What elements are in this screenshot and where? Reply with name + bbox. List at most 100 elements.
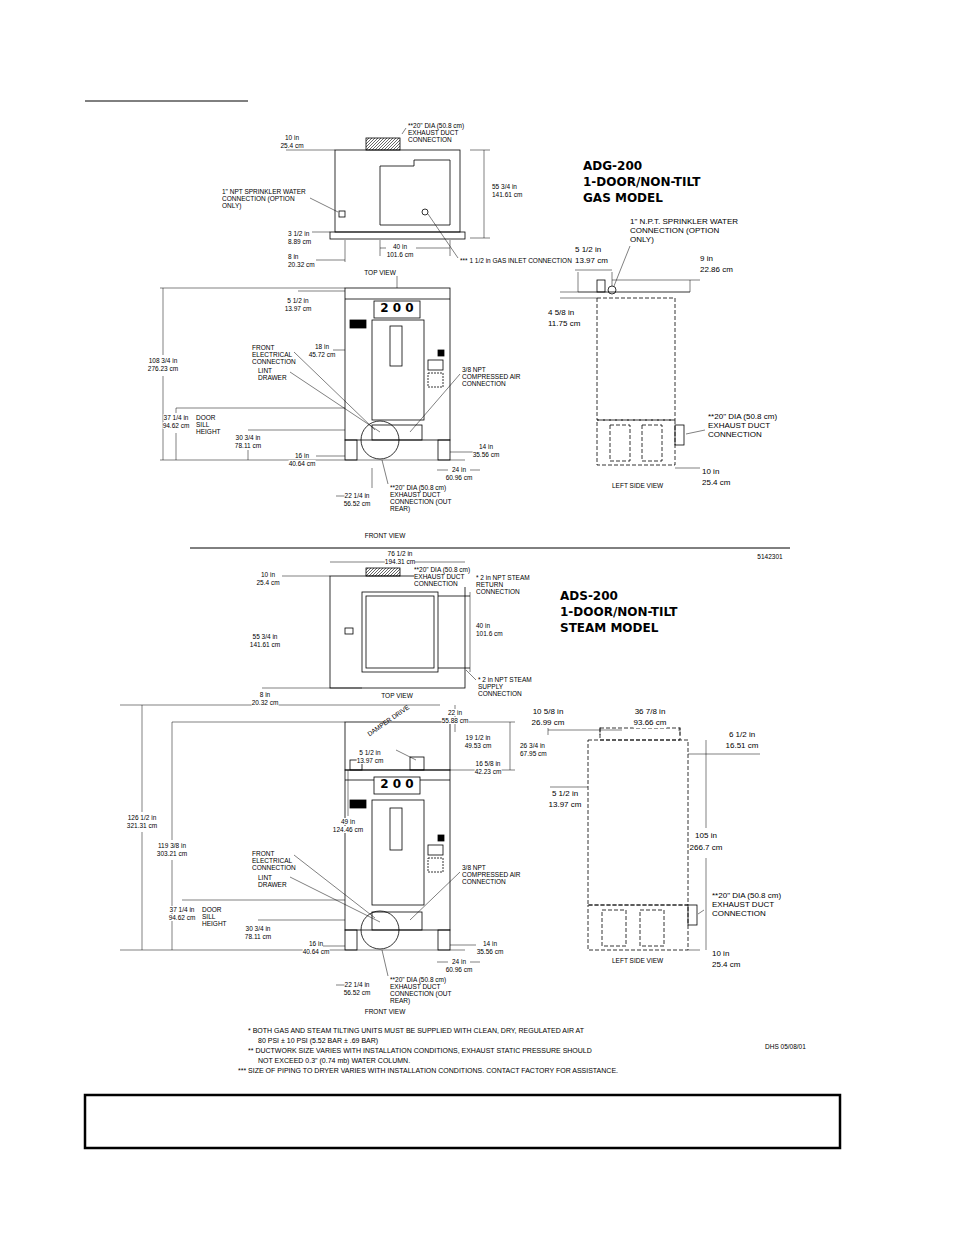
gas-side-view-part <box>686 430 705 434</box>
drawing-label: 36 7/8 in <box>635 708 666 717</box>
drawing-label: 108 3/4 in <box>149 357 178 364</box>
steam-side-view-part <box>602 910 626 946</box>
page-rule-part <box>85 1095 840 1148</box>
drawing-label: 10 in <box>285 134 299 141</box>
drawing-label: 26 3/4 in <box>520 742 545 749</box>
drawing-label: LINT DRAWER <box>258 874 288 888</box>
steam-top-view-part <box>345 628 353 634</box>
drawing-label: NOT EXCEED 0.3" (0.74 mb) WATER COLUMN. <box>258 1057 410 1065</box>
drawing-label: 5 1/2 in <box>359 749 380 756</box>
drawing-label: ** DUCTWORK SIZE VARIES WITH INSTALLATIO… <box>248 1047 592 1055</box>
gas-top-view-part <box>286 150 335 151</box>
drawing-label: FRONT VIEW <box>365 532 406 539</box>
drawing-label: 60.96 cm <box>446 966 473 973</box>
drawing-label: 35.56 cm <box>473 451 500 458</box>
drawing-label: 94.62 cm <box>163 422 190 429</box>
steam-front-view-part <box>361 911 399 949</box>
gas-top-view-part <box>402 128 406 134</box>
drawing-label: 16.51 cm <box>726 742 759 751</box>
drawing-label: LINT DRAWER <box>258 367 288 381</box>
drawing-label: 16 in <box>309 940 323 947</box>
gas-front-view-part <box>248 430 345 431</box>
drawing-label: 11.75 cm <box>548 320 580 329</box>
model-title: 1-DOOR/NON-TILT <box>560 606 677 619</box>
drawing-label: FRONT ELECTRICAL CONNECTION <box>252 850 292 871</box>
steam-side-view-part <box>600 727 601 735</box>
steam-top-view-part <box>470 592 471 672</box>
gas-front-view <box>160 276 480 496</box>
drawing-label: 194.31 cm <box>385 558 415 565</box>
drawing-label: 6 1/2 in <box>729 731 755 740</box>
steam-front-view-part <box>428 858 443 872</box>
steam-front-view-part <box>345 930 357 950</box>
gas-top-view-part <box>335 150 460 232</box>
steam-front-view-part <box>510 722 511 770</box>
gas-front-view-part <box>470 470 480 471</box>
gas-side-view-part <box>675 425 684 445</box>
drawing-label: 8 in <box>260 691 270 698</box>
drawing-label: 49 in <box>341 818 355 825</box>
gas-side-view-part <box>642 425 662 461</box>
drawing-label: DOOR SILL HEIGHT <box>196 414 226 435</box>
drawing-label: **20" DIA (50.8 cm) EXHAUST DUCT CONNECT… <box>390 976 452 1005</box>
drawing-label: 14 in <box>483 940 497 947</box>
drawing-label: 4 5/8 in <box>548 309 574 318</box>
gas-side-view-part <box>612 272 613 286</box>
drawing-label: 10 in <box>712 950 729 959</box>
drawing-label: 20.32 cm <box>252 699 279 706</box>
drawing-label: 67.95 cm <box>520 750 547 757</box>
drawing-label: 321.31 cm <box>127 822 157 829</box>
drawing-label: 37 1/4 in <box>170 906 195 913</box>
drawing-label: 22 in <box>448 709 462 716</box>
drawing-label: *** 1 1/2 in GAS INLET CONNECTION <box>460 257 572 264</box>
steam-front-view-part <box>374 777 420 794</box>
model-title: STEAM MODEL <box>560 622 658 635</box>
drawing-label: 10 in <box>702 468 719 477</box>
gas-front-view-part <box>298 291 345 292</box>
drawing-label: 55.88 cm <box>442 717 469 724</box>
drawing-label: 105 in <box>695 832 717 841</box>
steam-side-view-part <box>688 754 760 755</box>
gas-side-view-part <box>610 425 630 461</box>
gas-top-view-part <box>380 160 450 225</box>
drawing-label: 40.64 cm <box>289 460 316 467</box>
gas-front-view-part <box>438 440 450 460</box>
drawing-label: 1" N.P.T. SPRINKLER WATER CONNECTION (OP… <box>630 218 742 244</box>
drawing-label: **20" DIA (50.8 cm) EXHAUST DUCT CONNECT… <box>712 892 804 918</box>
steam-front-view-part <box>410 757 424 770</box>
drawing-label: **20" DIA (50.8 cm) EXHAUST DUCT CONNECT… <box>390 484 452 513</box>
drawing-label: 18 in <box>315 343 329 350</box>
steam-front-view-part <box>390 808 402 850</box>
steam-side-view-part <box>680 727 681 735</box>
drawing-label: DOOR SILL HEIGHT <box>202 906 232 927</box>
drawing-label: 55 3/4 in <box>492 183 517 190</box>
drawing-label: 78.11 cm <box>235 442 261 449</box>
drawing-label: *** SIZE OF PIPING TO DRYER VARIES WITH … <box>238 1067 618 1075</box>
model-title: ADG-200 <box>583 160 642 173</box>
gas-side-view-part <box>597 298 675 420</box>
gas-front-view-part <box>382 460 388 484</box>
gas-side-view-part <box>690 280 691 292</box>
drawing-label: 26.99 cm <box>532 719 565 728</box>
drawing-label: 10 in <box>261 571 275 578</box>
drawing-label: 80 PSI ± 10 PSI (5.52 BAR ± .69 BAR) <box>258 1037 378 1045</box>
steam-top-view-part <box>330 562 386 563</box>
steam-front-view-part <box>450 945 476 946</box>
drawing-label: **20" DIA (50.8 cm) EXHAUST DUCT CONNECT… <box>408 122 488 143</box>
gas-front-view-part <box>350 320 366 328</box>
drawing-label: 9 in <box>700 255 713 264</box>
steam-front-view-part <box>410 872 460 920</box>
gas-side-view-part <box>612 280 700 281</box>
gas-front-view-part <box>437 470 448 471</box>
gas-front-view-part <box>428 360 443 370</box>
steam-top-view-part <box>362 592 438 672</box>
steam-front-view-part <box>142 705 143 812</box>
gas-top-view-part <box>345 240 346 262</box>
steam-front-view-part <box>258 920 345 921</box>
gas-side-view-part <box>597 420 675 465</box>
steam-top-view-part <box>438 596 470 597</box>
drawing-label: 94.62 cm <box>169 914 196 921</box>
drawing-label: 35.56 cm <box>477 948 504 955</box>
drawing-label: 20.32 cm <box>288 261 315 268</box>
steam-front-view-part <box>428 845 443 855</box>
